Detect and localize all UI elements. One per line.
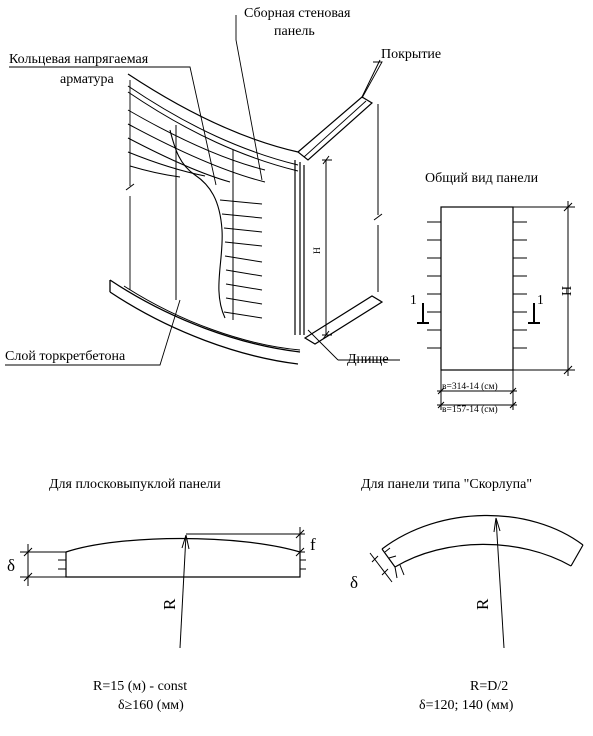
shell-section xyxy=(369,514,584,649)
shell-r-label: R xyxy=(473,598,492,610)
flat-formula-2: δ≥160 (мм) xyxy=(118,698,184,713)
flat-convex-section xyxy=(20,527,306,649)
flat-r-label: R xyxy=(160,598,179,610)
label-roof: Покрытие xyxy=(381,47,441,62)
panel-width-label-2: в=157-14 (см) xyxy=(442,404,498,415)
panel-height-label: H xyxy=(560,286,575,296)
panel-view-drawing xyxy=(417,201,575,410)
label-wall-panel-2: панель xyxy=(274,24,315,39)
flat-convex-title: Для плосковыпуклой панели xyxy=(49,477,221,492)
flat-f-label: f xyxy=(310,535,316,554)
panel-width-label-1: в=314-14 (см) xyxy=(442,381,498,392)
shell-delta-label: δ xyxy=(350,573,358,592)
shell-title: Для панели типа "Скорлупа" xyxy=(361,477,532,492)
shell-formula-2: δ=120; 140 (мм) xyxy=(419,698,514,713)
label-ring-rebar-2: арматура xyxy=(60,72,115,87)
label-height-small: H xyxy=(313,247,323,254)
flat-formula-1: R=15 (м) - const xyxy=(93,679,187,694)
panel-view-title: Общий вид панели xyxy=(425,171,539,186)
label-wall-panel-1: Сборная стеновая xyxy=(244,6,351,21)
flat-delta-label: δ xyxy=(7,556,15,575)
section-mark-right: 1 xyxy=(537,292,544,307)
tank-3d-view xyxy=(5,15,400,366)
shell-formula-1: R=D/2 xyxy=(470,679,508,694)
section-mark-left: 1 xyxy=(410,292,417,307)
label-shotcrete: Слой торкретбетона xyxy=(5,349,126,364)
label-bottom: Днище xyxy=(347,352,389,367)
label-ring-rebar-1: Кольцевая напрягаемая xyxy=(9,52,149,67)
